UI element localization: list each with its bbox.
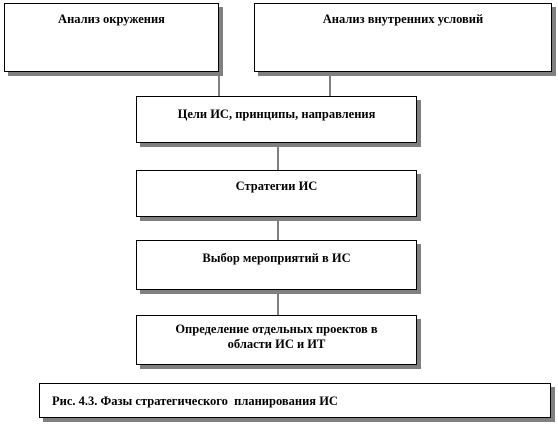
box-projects-label-line2: области ИС и ИТ (227, 337, 326, 351)
box-strategy-label: Стратегии ИС (235, 179, 318, 193)
box-goals: Цели ИС, принципы, направления (136, 96, 417, 143)
box-environment-analysis: Анализ окружения (4, 3, 219, 72)
box-projects-label-line1: Определение отдельных проектов в (175, 322, 378, 336)
box-internal-label: Анализ внутренних условий (322, 12, 484, 26)
box-internal-analysis: Анализ внутренних условий (254, 3, 552, 72)
box-goals-label: Цели ИС, принципы, направления (177, 107, 376, 121)
figure-caption-text: Рис. 4.3. Фазы стратегического планирова… (52, 394, 338, 408)
box-strategy: Стратегии ИС (136, 170, 417, 217)
box-measures-label: Выбор мероприятий в ИС (202, 251, 351, 265)
box-measures: Выбор мероприятий в ИС (136, 240, 417, 290)
figure-caption: Рис. 4.3. Фазы стратегического планирова… (39, 383, 551, 418)
box-environment-label: Анализ окружения (58, 12, 165, 26)
box-projects: Определение отдельных проектов в области… (136, 315, 417, 365)
